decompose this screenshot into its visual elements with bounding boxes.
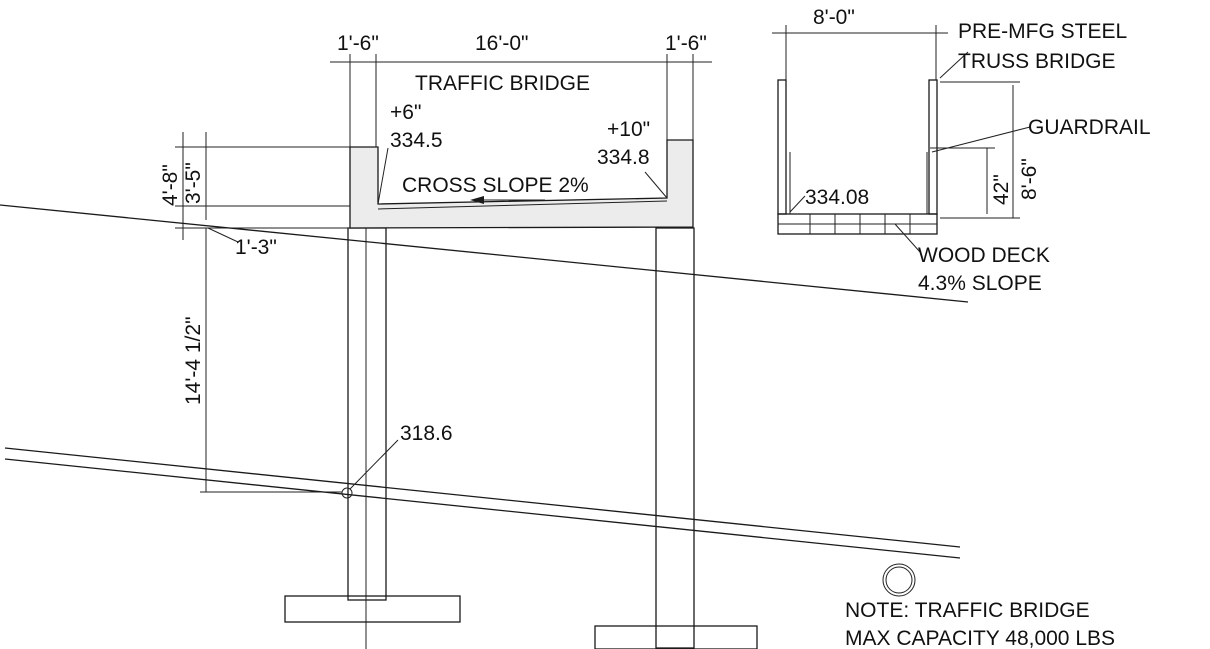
curb-inner-right <box>644 171 668 199</box>
overhang-leader <box>207 227 239 243</box>
cross-slope-label: CROSS SLOPE 2% <box>402 174 589 197</box>
traffic-bridge-title: TRAFFIC BRIDGE <box>415 72 590 95</box>
ground-elev-label: 318.6 <box>400 422 453 445</box>
truss-bridge-section: 8'-0" PRE-MFG STEEL TRUSS BRIDGE GUARDRA… <box>772 6 1151 295</box>
dim-deck-width: 16'-0" <box>475 32 529 55</box>
lower-ground-line-1 <box>4 447 961 548</box>
overhang-dim: 1'-3" <box>235 236 277 259</box>
rail-height-label: 42" <box>990 174 1013 205</box>
truss-height-label: 8'-6" <box>1018 158 1041 200</box>
dim-clearance: 14'-4 1/2" <box>182 316 205 405</box>
deck-elev-leader <box>789 195 806 213</box>
traffic-bridge-section: 1'-6" 16'-0" 1'-6" TRAFFIC BRIDGE +6" 33… <box>0 32 969 649</box>
truss-right-chord <box>928 79 938 215</box>
right-offset-label: +10" <box>607 118 650 141</box>
note-circle-outer <box>882 563 916 597</box>
truss-left-chord <box>777 79 787 215</box>
truss-width-label: 8'-0" <box>813 6 855 29</box>
note-circle-inner <box>885 566 913 594</box>
left-elev-label: 334.5 <box>390 129 443 152</box>
left-offset-label: +6" <box>390 101 421 124</box>
curb-inner-left <box>377 147 389 205</box>
left-footing <box>284 595 461 623</box>
right-footing <box>594 625 758 649</box>
dim-overall-height: 4'-8" <box>159 164 182 206</box>
dim-left-edge: 1'-6" <box>337 32 379 55</box>
note-line-1: NOTE: TRAFFIC BRIDGE <box>845 599 1090 622</box>
lower-ground-line-2 <box>4 458 961 559</box>
slope-arrowhead <box>470 196 484 204</box>
guardrail-label: GUARDRAIL <box>1028 116 1151 139</box>
dim-curb-height: 3'-5" <box>182 162 205 204</box>
wood-deck-leader <box>894 223 921 253</box>
ground-elevation-marker <box>341 487 353 499</box>
truss-label-1: PRE-MFG STEEL <box>958 20 1127 43</box>
note-line-2: MAX CAPACITY 48,000 LBS <box>845 627 1115 649</box>
right-pier <box>655 227 695 649</box>
truss-deck-elev: 334.08 <box>805 186 869 209</box>
wood-deck-label-1: WOOD DECK <box>918 244 1050 267</box>
right-elev-label: 334.8 <box>597 146 650 169</box>
left-pier <box>347 227 387 601</box>
truss-label-2: TRUSS BRIDGE <box>958 50 1116 73</box>
deck-top-line <box>377 200 668 210</box>
truss-leader <box>939 51 969 79</box>
wood-deck-label-2: 4.3% SLOPE <box>918 272 1042 295</box>
dim-right-edge: 1'-6" <box>665 32 707 55</box>
ground-elev-leader <box>349 439 399 490</box>
capacity-note: NOTE: TRAFFIC BRIDGE MAX CAPACITY 48,000… <box>845 563 1115 649</box>
guardrail-leader <box>931 126 1031 153</box>
upper-ground-line <box>0 204 969 303</box>
